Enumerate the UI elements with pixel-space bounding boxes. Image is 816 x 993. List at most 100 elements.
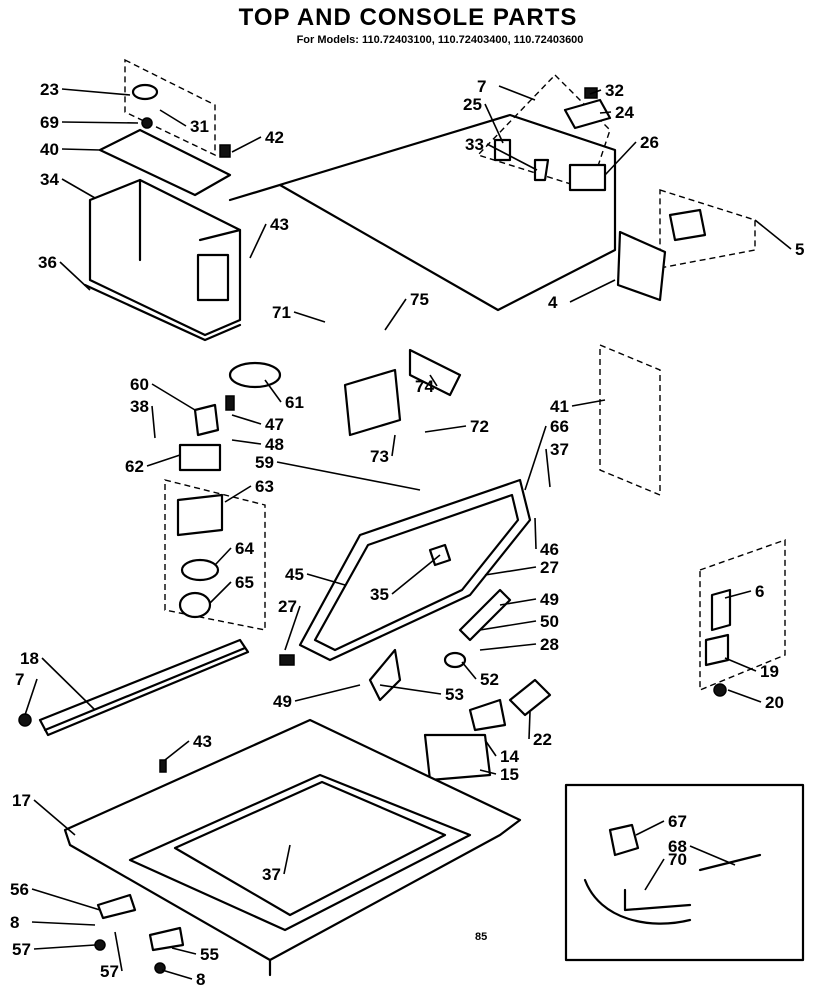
leader-line-c27a [484,566,537,576]
rear-mount-parts [493,87,707,302]
callout-label-c55: 55 [200,945,219,964]
callout-label-c67: 67 [668,812,687,831]
leader-line-c4 [569,279,616,303]
leader-line-c47 [231,414,262,425]
diagram-header: TOP AND CONSOLE PARTS For Models: 110.72… [0,0,816,60]
callout-label-c53: 53 [445,685,464,704]
leader-line-c46 [534,517,537,550]
leader-line-c36 [59,261,91,291]
callout-label-c63: 63 [255,477,274,496]
callout-leader-lines [24,85,792,980]
leader-line-c75 [384,298,407,331]
callout-label-c37a: 37 [550,440,569,459]
washer-top-panel [63,718,522,977]
leader-line-c37b [283,844,291,875]
leader-line-c70 [644,858,665,891]
leader-line-c57b [114,931,123,972]
callout-label-c49a: 49 [540,590,559,609]
top-panel-outline [228,113,617,312]
callout-label-c52: 52 [480,670,499,689]
leader-line-c25 [484,103,504,144]
leader-line-c8a [31,921,96,926]
leader-line-c31 [159,109,187,127]
leader-line-c64 [214,547,232,566]
leader-line-c24 [599,111,612,114]
console-housing [83,178,242,342]
callout-label-c75: 75 [410,290,429,309]
leader-line-c15 [479,769,497,775]
callout-label-c7b: 7 [15,670,24,689]
callout-label-c61: 61 [285,393,304,412]
leader-line-c6 [724,590,752,599]
callout-label-c62: 62 [125,457,144,476]
leader-line-c19 [724,657,757,672]
callout-label-c25: 25 [463,95,482,114]
leader-line-c72 [424,425,467,433]
callout-label-c14: 14 [500,747,519,766]
callout-label-c38: 38 [130,397,149,416]
callout-label-c64: 64 [235,539,254,558]
leader-line-c7a [498,85,536,101]
leader-line-c7b [24,678,38,716]
leader-line-c66 [524,425,547,491]
callout-label-c24: 24 [615,103,634,122]
callout-label-c68: 68 [668,837,687,856]
callout-label-c35: 35 [370,585,389,604]
callout-label-c49b: 49 [273,692,292,711]
callout-label-c43a: 43 [270,215,289,234]
right-bolt-group [704,588,732,697]
callout-label-c45: 45 [285,565,304,584]
leader-line-c35 [391,554,441,595]
leader-line-c42 [231,136,262,153]
callout-label-c19: 19 [760,662,779,681]
callout-label-c27a: 27 [540,558,559,577]
callout-label-c22: 22 [533,730,552,749]
callout-label-c20: 20 [765,693,784,712]
leader-line-c14 [484,739,497,757]
leader-line-c52 [461,661,477,680]
leader-line-c60 [151,383,196,411]
leader-line-c61 [264,379,282,403]
callout-label-c70: 70 [668,850,687,869]
leader-line-c68 [689,845,736,866]
leader-line-c40 [61,148,101,151]
callout-label-c56: 56 [10,880,29,899]
leader-line-c27b [284,605,301,651]
callout-label-c66: 66 [550,417,569,436]
callout-label-c46: 46 [540,540,559,559]
leader-line-c34 [61,178,96,199]
leader-line-c55 [171,947,197,955]
leader-line-c73 [391,434,396,457]
switch-block [343,348,462,437]
callout-label-c28: 28 [540,635,559,654]
callout-label-c42: 42 [265,128,284,147]
leader-line-c38 [151,405,156,439]
control-knob-assembly [176,361,282,619]
leader-line-c18 [41,657,96,711]
diagram-mark: 85 [475,931,487,943]
callout-label-c57a: 57 [12,940,31,959]
left-rail [18,638,250,737]
callout-label-c37b: 37 [262,865,281,884]
callout-label-c71: 71 [272,303,291,322]
leader-line-c74 [429,374,438,387]
leader-line-c23 [61,88,131,96]
leader-line-c26 [604,141,637,176]
callout-label-c27b: 27 [278,597,297,616]
callout-label-c69: 69 [40,113,59,132]
callout-label-c32: 32 [605,81,624,100]
leader-line-c53 [379,684,442,695]
leader-line-c5 [754,219,792,250]
leader-line-c37a [545,448,551,488]
leader-line-c59 [276,461,421,491]
callout-label-c74: 74 [415,377,434,396]
leader-line-c33 [486,143,538,171]
callout-label-c7a: 7 [477,77,486,96]
callout-label-c41: 41 [550,397,569,416]
model-numbers-subtitle: For Models: 110.72403100, 110.72403400, … [296,34,584,46]
leader-line-c32 [589,89,602,95]
callout-label-c26: 26 [640,133,659,152]
callout-label-c40: 40 [40,140,59,159]
leader-line-c65 [209,581,232,604]
